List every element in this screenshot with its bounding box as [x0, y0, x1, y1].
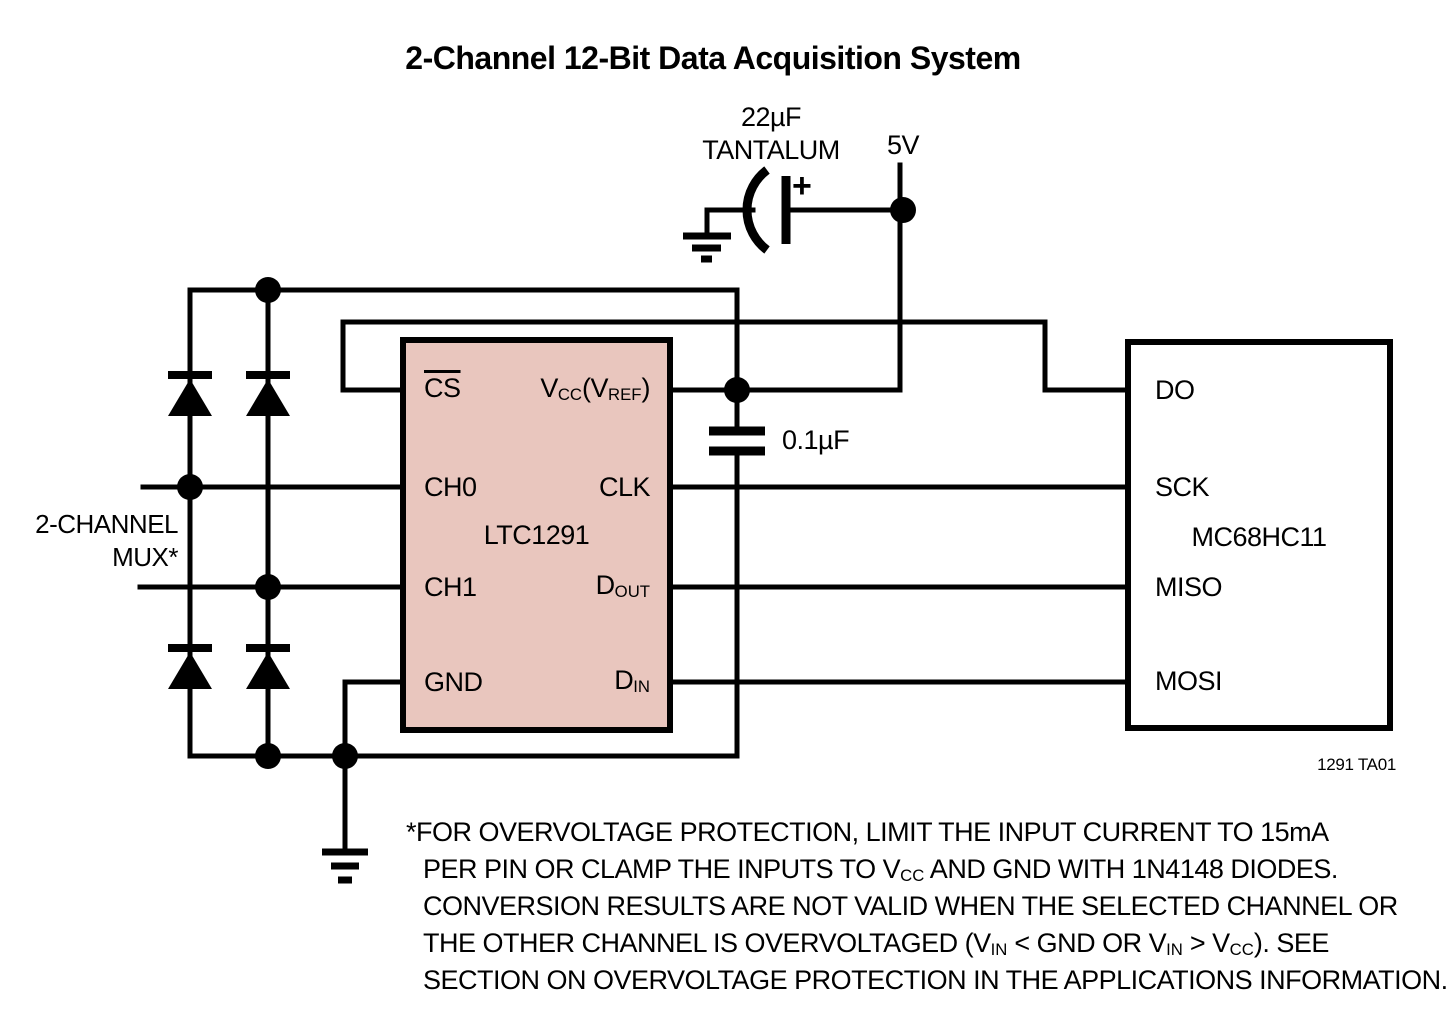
junction-dot — [332, 743, 358, 769]
clamp-diodes — [168, 371, 290, 689]
supply-5v-label: 5V — [886, 130, 920, 160]
bypass-cap-value-label: 0.1µF — [782, 425, 850, 455]
junction-dot — [724, 377, 750, 403]
cs-to-do-wire — [340, 319, 1131, 393]
adc-box — [400, 337, 673, 733]
footnote-line: CONVERSION RESULTS ARE NOT VALID WHEN TH… — [423, 891, 1398, 921]
adc-pin-cs-label: CS — [424, 373, 461, 403]
footnote-line: THE OTHER CHANNEL IS OVERVOLTAGED (VIN <… — [423, 928, 1329, 959]
adc-name-label: LTC1291 — [483, 520, 590, 550]
polarity-plus-sign: + — [792, 167, 812, 205]
adc-pin-clk-label: CLK — [598, 472, 651, 502]
gnd-wire — [342, 679, 406, 854]
junction-dot — [255, 574, 281, 600]
mcu-name-label: MC68HC11 — [1191, 522, 1327, 552]
footnote-line: PER PIN OR CLAMP THE INPUTS TO VCC AND G… — [423, 854, 1338, 885]
capacitors — [709, 166, 791, 456]
footnote-line: SECTION ON OVERVOLTAGE PROTECTION IN THE… — [423, 965, 1448, 995]
diode-lower-left-icon — [168, 644, 212, 689]
junction-dot — [177, 474, 203, 500]
mcu-box — [1125, 339, 1393, 731]
adc-pin-vcc-vref-label: VCC(VREF) — [540, 373, 650, 404]
adc-pin-ch0-label: CH0 — [424, 472, 477, 502]
junction-dots — [177, 197, 916, 769]
diode-upper-left-icon — [168, 371, 212, 416]
footnote: *FOR OVERVOLTAGE PROTECTION, LIMIT THE I… — [406, 814, 1448, 999]
tantalum-capacitor-icon — [742, 166, 791, 254]
mcu-pin-miso-label: MISO — [1155, 572, 1223, 602]
mux-note-line1: 2-CHANNEL — [35, 509, 178, 539]
adc-pin-gnd-label: GND — [424, 667, 483, 697]
footnote-line: *FOR OVERVOLTAGE PROTECTION, LIMIT THE I… — [406, 817, 1329, 847]
adc-pin-din-label: DIN — [614, 665, 650, 696]
junction-dot — [255, 277, 281, 303]
bulk-cap-type-label: TANTALUM — [702, 135, 840, 165]
junction-dot — [255, 743, 281, 769]
bypass-capacitor-icon — [709, 426, 765, 456]
mux-note-line2: MUX* — [112, 542, 178, 572]
tantalum-negative-lead-wire — [704, 207, 756, 236]
mcu-pin-sck-label: SCK — [1155, 472, 1210, 502]
adc-pin-ch1-label: CH1 — [424, 572, 477, 602]
adc-pin-dout-label: DOUT — [595, 570, 650, 601]
figure-id-label: 1291 TA01 — [1317, 755, 1396, 774]
mcu-pin-do-label: DO — [1155, 375, 1195, 405]
page-title: 2-Channel 12-Bit Data Acquisition System — [405, 40, 1021, 76]
bulk-cap-value-label: 22µF — [740, 102, 802, 132]
earth-ground-icon — [322, 848, 368, 884]
ground-symbols — [322, 232, 731, 884]
diode-lower-right-icon — [246, 644, 290, 689]
diode-upper-right-icon — [246, 371, 290, 416]
mcu-pin-mosi-label: MOSI — [1155, 666, 1223, 696]
junction-dot — [890, 197, 916, 223]
earth-ground-icon — [683, 232, 731, 263]
